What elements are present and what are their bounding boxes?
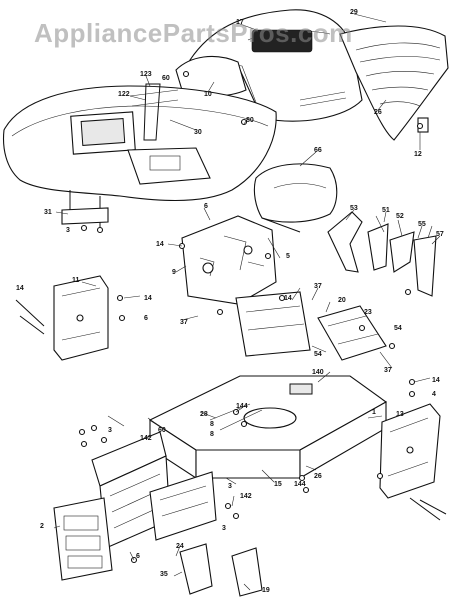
callout-37b: 37	[180, 319, 188, 326]
grille	[339, 25, 449, 141]
callout-12: 12	[414, 151, 422, 158]
callout-14a: 14	[156, 241, 164, 248]
main-frame	[148, 375, 388, 480]
watermark: AppliancePartsPros.com	[34, 18, 353, 48]
callout-14c: 14	[144, 295, 152, 302]
plate-9	[181, 215, 281, 305]
callout-24: 24	[176, 543, 184, 550]
callout-3: 3	[66, 227, 70, 234]
callout-54a: 54	[394, 325, 402, 332]
callout-6a: 6	[204, 203, 208, 210]
callout-66: 66	[314, 147, 322, 154]
brackets-35-19	[179, 543, 263, 597]
callout-14e: 14	[432, 377, 440, 384]
side-plate-13	[379, 403, 447, 521]
callout-28a: 28	[200, 411, 208, 418]
callout-57: 57	[436, 231, 444, 238]
callout-9: 9	[172, 269, 176, 276]
callout-37a: 37	[314, 283, 322, 290]
callout-5: 5	[286, 253, 290, 260]
brackets-51-57	[327, 211, 437, 297]
callout-15: 15	[274, 481, 282, 488]
callout-30: 30	[194, 129, 202, 136]
callout-52: 52	[396, 213, 404, 220]
callout-122: 122	[118, 91, 130, 98]
callout-35: 35	[160, 571, 168, 578]
callout-123: 123	[140, 71, 152, 78]
callout-31: 31	[44, 209, 52, 216]
callout-11: 11	[72, 277, 80, 284]
plate-2	[53, 497, 113, 581]
shield-66	[253, 163, 338, 233]
callout-20: 20	[338, 297, 346, 304]
frame-rails	[91, 431, 217, 549]
callout-142b: 142	[240, 493, 252, 500]
callout-6c: 6	[136, 553, 140, 560]
callout-8b: 8	[210, 431, 214, 438]
callout-53: 53	[350, 205, 358, 212]
callout-51: 51	[382, 207, 390, 214]
callout-3d: 3	[222, 525, 226, 532]
callout-55: 55	[418, 221, 426, 228]
callout-8a: 8	[210, 421, 214, 428]
leader-lines	[53, 13, 441, 591]
callout-140: 140	[312, 369, 324, 376]
callout-23: 23	[364, 309, 372, 316]
callout-37c: 37	[384, 367, 392, 374]
callout-17: 17	[236, 19, 244, 26]
callout-1: 1	[372, 409, 376, 416]
callout-80: 80	[246, 117, 254, 124]
callout-142a: 142	[140, 435, 152, 442]
brace-20	[235, 291, 387, 361]
callout-14d: 14	[284, 295, 292, 302]
callout-3b: 3	[108, 427, 112, 434]
callout-6b: 6	[144, 315, 148, 322]
side-plate-11	[15, 275, 109, 361]
fasteners	[78, 70, 424, 564]
callout-144a: 144	[236, 403, 248, 410]
callout-19: 19	[262, 587, 270, 594]
fender	[2, 85, 277, 230]
bracket-122	[129, 83, 179, 141]
callout-2: 2	[40, 523, 44, 530]
callout-14b: 14	[16, 285, 24, 292]
hood	[175, 9, 363, 122]
callout-26b: 26	[314, 473, 322, 480]
callout-54b: 54	[314, 351, 322, 358]
callout-144b: 144	[294, 481, 306, 488]
callout-26: 26	[374, 109, 382, 116]
callout-3c: 3	[228, 483, 232, 490]
callout-4: 4	[432, 391, 436, 398]
callout-13: 13	[396, 411, 404, 418]
callout-labels: 17 29 123 60 122 10 26 80 30 12 66 31 3 …	[16, 9, 444, 594]
callout-60: 60	[162, 75, 170, 82]
callout-60b: 60	[158, 427, 166, 434]
callout-29: 29	[350, 9, 358, 16]
callout-10: 10	[204, 91, 212, 98]
